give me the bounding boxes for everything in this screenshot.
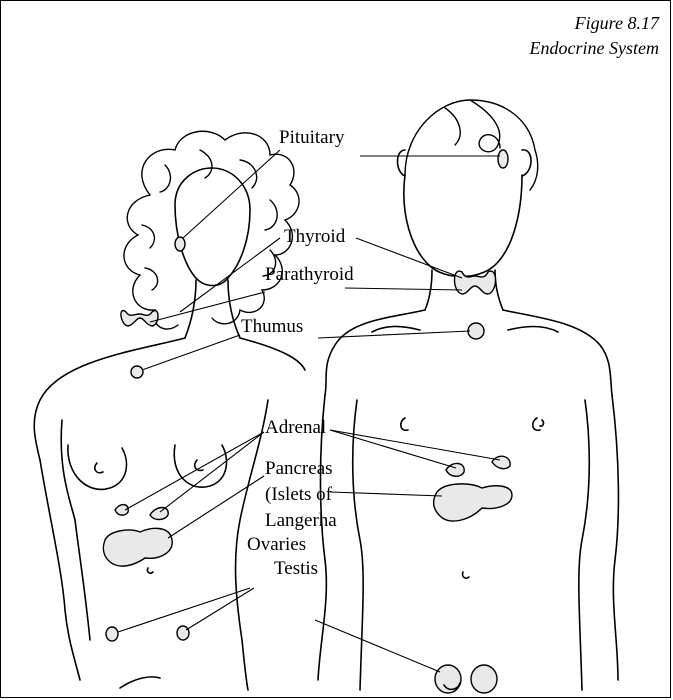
label-testis: Testis bbox=[274, 558, 318, 579]
label-parathyroid: Parathyroid bbox=[265, 264, 354, 285]
label-pancreas-line1: Pancreas bbox=[265, 458, 333, 479]
label-pancreas-line2: (Islets of bbox=[265, 484, 332, 505]
label-thyroid: Thyroid bbox=[284, 226, 345, 247]
female-glands bbox=[103, 237, 189, 641]
male-figure bbox=[318, 100, 618, 690]
label-ovaries: Ovaries bbox=[247, 534, 306, 555]
male-glands bbox=[434, 150, 512, 693]
figure-title: Endocrine System bbox=[530, 37, 659, 59]
label-adrenal: Adrenal bbox=[265, 417, 326, 438]
label-pituitary: Pituitary bbox=[279, 127, 344, 148]
figure-number: Figure 8.17 bbox=[575, 12, 659, 34]
label-thymus: Thumus bbox=[241, 316, 303, 337]
label-pancreas-line3: Langerha bbox=[265, 510, 337, 531]
female-figure bbox=[34, 131, 305, 690]
